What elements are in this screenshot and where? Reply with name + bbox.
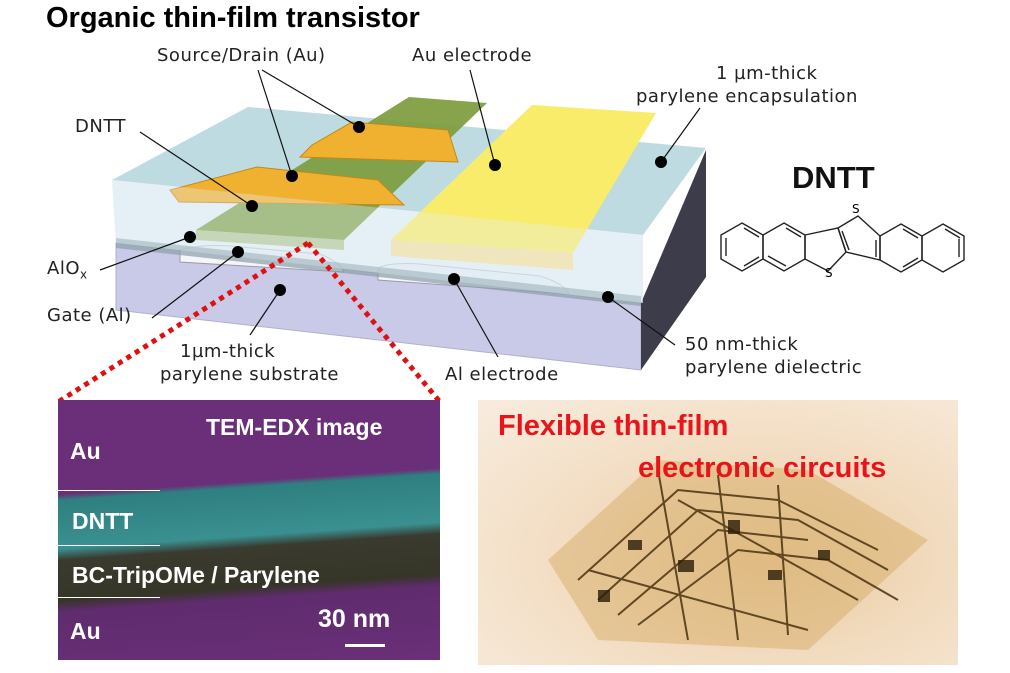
alox-subscript: x <box>79 267 88 282</box>
label-dielectric-thickness: 50 nm-thick <box>685 334 799 355</box>
pointer-dot <box>655 156 667 168</box>
pointer-dot <box>232 246 244 258</box>
label-substrate-thickness: 1µm-thick <box>180 341 276 362</box>
label-alox: AlOx <box>47 258 88 282</box>
pointer-dot <box>602 291 614 303</box>
layer-label-dntt: DNTT <box>72 508 134 534</box>
layer-label-au-top: Au <box>70 438 101 464</box>
label-dntt: DNTT <box>75 116 126 137</box>
circuit-film-drawing <box>548 460 928 650</box>
encapsulation-overlay <box>112 180 643 303</box>
layer-label-au-bottom: Au <box>70 618 101 644</box>
layer-divider <box>58 597 160 598</box>
dielectric-edge <box>116 238 641 306</box>
au-electrode-top <box>391 105 656 253</box>
substrate-side-face <box>641 150 706 370</box>
sulfur-label-top: S <box>852 202 860 216</box>
zoom-line-right <box>306 241 442 404</box>
flexible-circuit-photo: Flexible thin-film electronic circuits <box>478 400 958 665</box>
photo-caption-line2: electronic circuits <box>638 452 887 484</box>
layer-divider <box>58 545 160 546</box>
label-dielectric: parylene dielectric <box>685 357 863 378</box>
pointer-dot <box>448 273 460 285</box>
sulfur-label-bottom: S <box>825 266 833 280</box>
pointer-dot <box>353 121 365 133</box>
source-drain-electrode-upper <box>298 121 459 163</box>
photo-caption-line1: Flexible thin-film <box>498 410 729 442</box>
alox-text: AlO <box>47 258 80 279</box>
au-electrode-front <box>391 240 573 270</box>
tem-title: TEM-EDX image <box>206 414 383 440</box>
scale-bar-label: 30 nm <box>318 605 391 633</box>
label-substrate: parylene substrate <box>160 364 339 385</box>
pointer-dot <box>489 159 501 171</box>
label-au-electrode: Au electrode <box>412 45 533 66</box>
pointer-dot <box>184 231 196 243</box>
layer-label-dielectric: BC-TripOMe / Parylene <box>72 562 320 588</box>
label-encapsulation-thickness: 1 µm-thick <box>716 63 818 84</box>
label-gate: Gate (Al) <box>47 305 132 326</box>
source-drain-electrode-lower <box>169 166 406 206</box>
label-source-drain: Source/Drain (Au) <box>157 45 326 66</box>
molecule-title: DNTT <box>792 160 875 195</box>
pointer-dot <box>274 284 286 296</box>
page-title: Organic thin-film transistor <box>46 2 420 34</box>
layer-divider <box>58 490 160 491</box>
dntt-structure <box>720 215 965 273</box>
pointer-dot <box>286 170 298 182</box>
tem-edx-image: TEM-EDX image Au DNTT BC-TripOMe / Paryl… <box>58 400 440 660</box>
pointer-dot <box>246 200 258 212</box>
scale-bar <box>345 644 385 647</box>
label-encapsulation: parylene encapsulation <box>636 86 858 107</box>
label-al-electrode: Al electrode <box>445 364 559 385</box>
